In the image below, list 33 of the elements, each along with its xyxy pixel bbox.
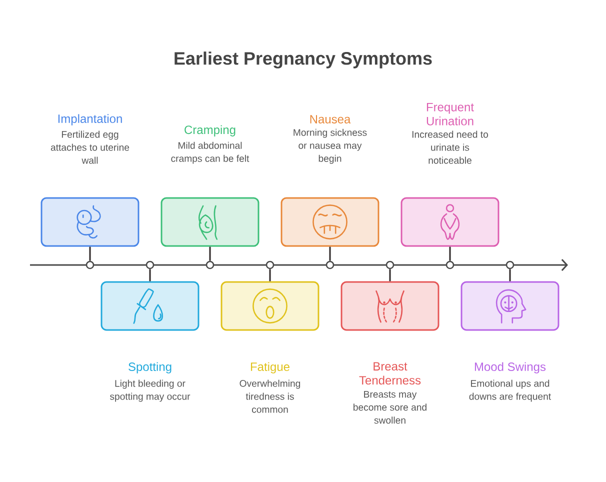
title: Earliest Pregnancy Symptoms xyxy=(174,52,432,68)
connector-line xyxy=(389,269,391,282)
symptom-title: Frequent Urination xyxy=(426,102,474,126)
timeline-dot xyxy=(326,260,334,270)
description: Breasts may become sore and swollen xyxy=(354,390,426,424)
symptom-title: Spotting xyxy=(128,362,172,374)
description: Overwhelming tiredness is common xyxy=(240,380,300,413)
symptom-title: Breast Tenderness xyxy=(359,362,421,385)
symptom-title: Fatigue xyxy=(250,362,290,374)
description: Mild abdominal cramps can be felt xyxy=(171,142,250,164)
description: Emotional ups and downs are frequent xyxy=(469,380,551,402)
connector-line xyxy=(329,246,331,261)
description: Increased need to urinate is noticeable xyxy=(412,130,488,164)
connector-line xyxy=(209,246,211,261)
timeline-dot xyxy=(146,260,154,270)
connector-line xyxy=(269,269,271,282)
symptom-title: Nausea xyxy=(310,115,351,124)
connector-line xyxy=(509,269,511,282)
connector-line xyxy=(89,246,91,261)
description: Fertilized egg attaches to uterine wall xyxy=(50,130,130,164)
connector-line xyxy=(449,246,451,261)
description: Light bleeding or spotting may occur xyxy=(110,380,190,402)
description: Morning sickness or nausea may begin xyxy=(294,128,367,164)
symptom-title: Mood Swings xyxy=(474,362,546,374)
connector-line xyxy=(149,269,151,282)
timeline-dot xyxy=(506,260,514,270)
timeline-dot xyxy=(206,260,214,270)
timeline-dot xyxy=(446,260,454,270)
timeline-dot xyxy=(86,260,94,270)
symptom-title: Implantation xyxy=(58,114,122,126)
timeline-dot xyxy=(266,260,274,270)
timeline-dot xyxy=(386,260,394,270)
symptom-title: Cramping xyxy=(184,125,236,136)
